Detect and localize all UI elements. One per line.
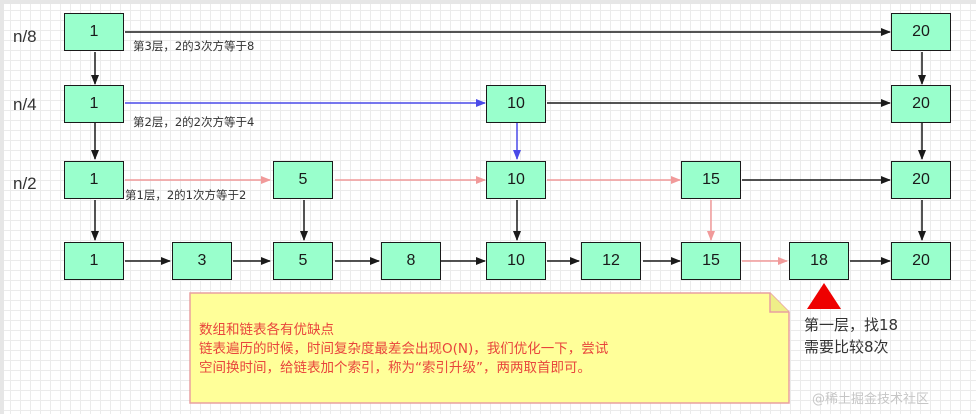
node-l1-1: 1 [64, 161, 124, 199]
node-l1-10: 10 [486, 161, 546, 199]
caption-level-3: 第3层，2的3次方等于8 [133, 39, 255, 53]
node-l0-1: 1 [64, 242, 124, 280]
node-l3-1: 1 [64, 13, 124, 51]
node-l1-15: 15 [681, 161, 741, 199]
node-l2-1: 1 [64, 85, 124, 123]
result-text: 第一层，找18 需要比较8次 [804, 314, 898, 358]
sticky-note [189, 292, 790, 404]
note-line-3: 空间换时间，给链表加个索引，称为“索引升级”，两两取首即可。 [199, 360, 591, 376]
node-l2-10: 10 [486, 85, 546, 123]
watermark: @稀土掘金技术社区 [812, 392, 930, 407]
frame-left-border [0, 0, 4, 414]
node-l2-20: 20 [891, 85, 951, 123]
level-label-n2: n/2 [13, 174, 37, 193]
node-l0-18: 18 [789, 242, 849, 280]
node-l0-8: 8 [381, 242, 441, 280]
node-l1-20: 20 [891, 161, 951, 199]
caption-level-2: 第2层，2的2次方等于4 [133, 115, 255, 129]
note-text: 数组和链表各有优缺点 链表遍历的时候，时间复杂度最差会出现O(N)，我们优化一下… [199, 321, 769, 378]
node-l0-3: 3 [172, 242, 232, 280]
note-line-2: 链表遍历的时候，时间复杂度最差会出现O(N)，我们优化一下，尝试 [199, 341, 609, 357]
node-l0-15: 15 [681, 242, 741, 280]
node-l1-5: 5 [273, 161, 333, 199]
node-l0-10: 10 [486, 242, 546, 280]
node-l0-20: 20 [891, 242, 951, 280]
caption-level-1: 第1层，2的1次方等于2 [125, 188, 247, 202]
note-line-1: 数组和链表各有优缺点 [199, 322, 334, 338]
target-marker-triangle [807, 283, 841, 309]
level-label-n8: n/8 [13, 27, 37, 46]
node-l0-5: 5 [273, 242, 333, 280]
result-line-1: 第一层，找18 [804, 316, 899, 334]
node-l3-20: 20 [891, 13, 951, 51]
result-line-2: 需要比较8次 [804, 338, 889, 356]
level-label-n4: n/4 [13, 95, 37, 114]
node-l0-12: 12 [581, 242, 641, 280]
frame-top-border [0, 0, 976, 4]
